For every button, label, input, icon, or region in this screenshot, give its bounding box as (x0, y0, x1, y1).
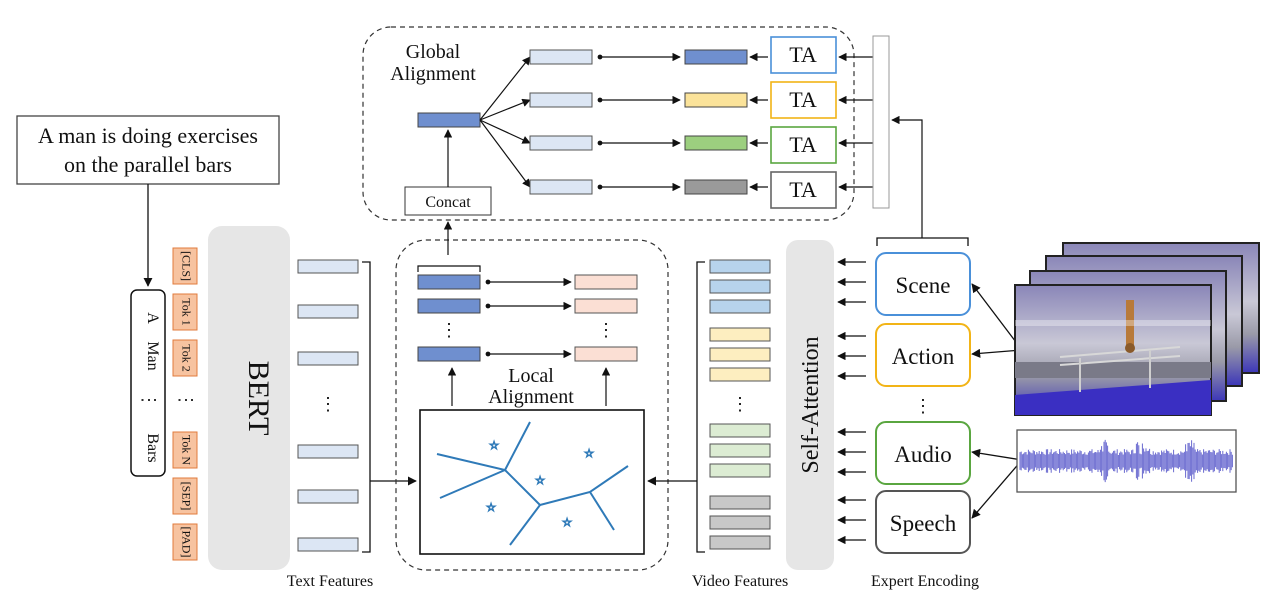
text-features-ellipsis: ⋮ (319, 394, 337, 414)
token-sep: [SEP] (172, 477, 198, 515)
global-alignment-line-1: Global (406, 41, 461, 63)
svg-text:Tok 1: Tok 1 (179, 298, 193, 326)
token-1: Tok 1 (172, 293, 198, 331)
query-box: A man is doing exercises on the parallel… (16, 115, 280, 185)
word-bars: Bars (144, 433, 161, 462)
audio-waveform-image (1016, 429, 1237, 493)
word-list: A Man ⋮ Bars (130, 289, 166, 477)
svg-text:☆: ☆ (486, 502, 496, 514)
svg-text:⋮: ⋮ (597, 320, 615, 340)
svg-text:☆: ☆ (489, 440, 499, 452)
global-text-slot-2 (529, 92, 593, 108)
local-alignment-line-2: Alignment (488, 386, 574, 408)
expert-audio: Audio (875, 421, 971, 485)
global-video-action (684, 92, 748, 108)
self-attention-block: Self-Attention (786, 240, 834, 570)
token-n: Tok N (172, 431, 198, 469)
token-pad: [PAD] (172, 523, 198, 561)
svg-text:[SEP]: [SEP] (179, 482, 193, 511)
token-column: [CLS] Tok 1 Tok 2 ⋮ Tok N [SEP] [PAD] (172, 247, 198, 561)
bert-block: BERT (208, 226, 290, 570)
svg-text:TA: TA (789, 42, 817, 67)
svg-text:Scene: Scene (896, 273, 951, 298)
video-frames (1014, 242, 1260, 416)
svg-text:TA: TA (789, 177, 817, 202)
expert-ellipsis: ⋮ (914, 396, 932, 416)
token-ellipsis: ⋮ (176, 391, 196, 409)
concat-box: Concat (404, 186, 492, 216)
expert-scene: Scene (875, 252, 971, 316)
global-text-slot-3 (529, 135, 593, 151)
svg-text:☆: ☆ (584, 448, 594, 460)
svg-text:[PAD]: [PAD] (179, 527, 193, 558)
self-attention-label: Self-Attention (798, 336, 824, 473)
expert-speech: Speech (875, 490, 971, 554)
local-alignment-region: ⋮ ⋮ Local Alignment ☆ ☆ ☆ (395, 221, 669, 571)
svg-text:☆: ☆ (535, 475, 545, 487)
token-2: Tok 2 (172, 339, 198, 377)
text-features-label: Text Features (287, 573, 373, 590)
media-to-expert-arrows (971, 283, 1023, 519)
query-line-2: on the parallel bars (64, 152, 232, 177)
svg-text:Tok 2: Tok 2 (179, 344, 193, 372)
video-features-label: Video Features (692, 573, 788, 590)
token-cls: [CLS] (172, 247, 198, 285)
global-text-slot-4 (529, 179, 593, 195)
bert-label: BERT (242, 361, 275, 436)
global-alignment-region: Global Alignment TA TA TA TA Concat (362, 26, 873, 221)
svg-text:[CLS]: [CLS] (179, 251, 193, 281)
voronoi-panel: ☆ ☆ ☆ ☆ ☆ (419, 409, 645, 555)
svg-text:☆: ☆ (562, 517, 572, 529)
word-a: A (144, 312, 161, 324)
expert-action: Action (875, 323, 971, 387)
global-video-audio (684, 135, 748, 151)
svg-text:Audio: Audio (894, 442, 952, 467)
video-features: ⋮ Video Features (647, 259, 788, 590)
word-ellipsis: ⋮ (139, 391, 159, 409)
svg-text:TA: TA (789, 87, 817, 112)
svg-text:Action: Action (892, 344, 955, 369)
global-video-speech (684, 179, 748, 195)
word-man: Man (144, 341, 161, 370)
global-video-scene (684, 49, 748, 65)
ta-audio: TA (770, 126, 837, 164)
svg-text:⋮: ⋮ (731, 394, 749, 414)
ta-speech: TA (770, 171, 837, 209)
expert-bracket (876, 237, 969, 246)
query-line-1: A man is doing exercises (38, 123, 258, 148)
gymnast-frame-image (1014, 284, 1212, 416)
text-features: ⋮ Text Features (287, 259, 373, 590)
expert-token-bar (872, 35, 890, 209)
expert-to-bar-arrow (891, 115, 923, 238)
global-text-embedding (417, 112, 481, 128)
ta-action: TA (770, 81, 837, 119)
svg-text:TA: TA (789, 132, 817, 157)
expert-input-arrows (837, 257, 866, 545)
svg-text:⋮: ⋮ (440, 320, 458, 340)
local-alignment-line-1: Local (508, 365, 554, 387)
global-alignment-line-2: Alignment (390, 63, 476, 85)
svg-text:Speech: Speech (890, 511, 957, 536)
svg-text:Tok N: Tok N (179, 435, 193, 465)
expert-encoding-label: Expert Encoding (871, 573, 979, 590)
svg-text:Concat: Concat (425, 194, 471, 211)
ta-scene: TA (770, 36, 837, 74)
global-text-slot-1 (529, 49, 593, 65)
